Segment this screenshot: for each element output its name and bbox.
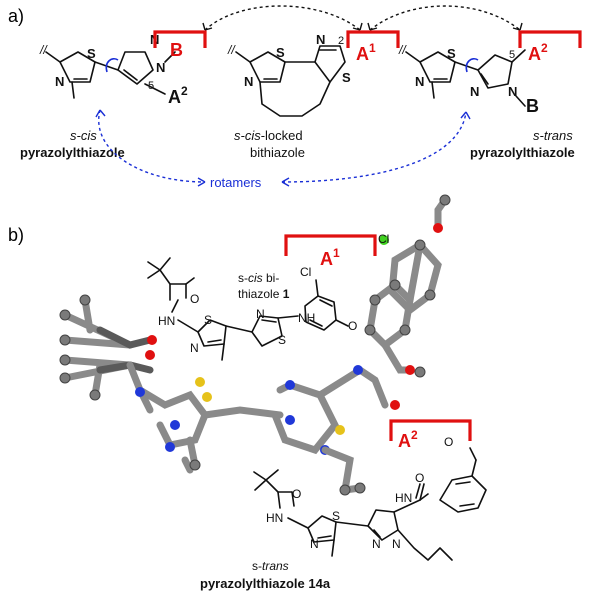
atom-label-NH-1: NH <box>298 311 315 325</box>
svg-text:N: N <box>470 84 479 99</box>
compound-14a-caption-line1: s-trans <box>252 559 289 573</box>
caption-right-italic: s-trans <box>533 128 573 143</box>
crystal-overlay-model <box>59 194 451 496</box>
atom-label-O-1: O <box>190 292 199 306</box>
compound-1-structure <box>147 257 349 361</box>
arrowhead-a1-right <box>367 22 378 31</box>
svg-text:N: N <box>55 74 64 89</box>
atom-label-O-3: O <box>292 487 301 501</box>
rotamers-arrowhead-top-right <box>460 111 471 120</box>
atom-label-Cl-3d: Cl <box>378 232 389 246</box>
atom-label-N-2: N <box>256 307 265 321</box>
position-5-right: 5 <box>509 49 515 61</box>
arrow-a1-to-a2 <box>369 5 521 31</box>
box-a1-bottom <box>284 234 377 256</box>
box-b-label: B <box>170 40 183 60</box>
svg-text:N: N <box>415 74 424 89</box>
atom-label-HN-1: HN <box>158 314 175 328</box>
box-a1-top <box>346 30 400 48</box>
position-5-left: 5 <box>148 80 154 92</box>
box-a1-bottom-label: A1 <box>320 246 340 269</box>
svg-text:N: N <box>156 60 165 75</box>
svg-text:S: S <box>447 46 456 61</box>
rotamers-arrowhead-top-left <box>95 109 106 118</box>
arrowhead-a2 <box>512 22 523 31</box>
box-b <box>153 30 207 48</box>
svg-text:N: N <box>244 74 253 89</box>
box-a2-bottom-label: A2 <box>398 428 418 451</box>
svg-text:N: N <box>508 84 517 99</box>
atom-label-Cl: Cl <box>300 265 311 279</box>
rotamers-arrow-right <box>281 111 467 183</box>
substituent-b-right: B <box>526 96 539 116</box>
compound-14a-caption-line2: pyrazolylthiazole 14a <box>200 576 331 591</box>
caption-left-italic: s-cis <box>70 128 97 143</box>
box-a1-label: A1 <box>356 41 376 64</box>
caption-right-bold: pyrazolylthiazole <box>470 145 575 160</box>
compound-1-caption-line1: s-cis bi- <box>238 271 279 285</box>
panel-a-label: a) <box>8 6 24 26</box>
box-a2-top <box>518 30 582 48</box>
atom-label-S-3: S <box>332 509 340 523</box>
atom-label-N-1: N <box>190 341 199 355</box>
atom-label-N-3: N <box>310 537 319 551</box>
molecule-s-cis-pyrazolylthiazole: // S N N N <box>39 32 176 99</box>
rotamers-arrowhead-left <box>197 177 206 187</box>
box-a2-bottom <box>389 419 472 441</box>
atom-label-O-5: O <box>444 435 453 449</box>
rotamers-arrowhead-right <box>281 177 290 187</box>
atom-label-HN-3: HN <box>395 491 412 505</box>
atom-label-N-5: N <box>392 537 401 551</box>
atom-label-O-2: O <box>348 319 357 333</box>
arrow-b-to-a1 <box>204 5 361 31</box>
molecule-s-trans-pyrazolylthiazole: // S N N N <box>398 43 526 107</box>
svg-text://: // <box>39 43 48 57</box>
atom-label-HN-2: HN <box>266 511 283 525</box>
substituent-a2-left: A2 <box>168 84 188 107</box>
atom-label-S-1: S <box>204 313 212 327</box>
svg-text:S: S <box>342 70 351 85</box>
caption-center-line1: s-cis-locked <box>234 128 303 143</box>
atom-label-O-4: O <box>415 471 424 485</box>
molecule-s-cis-locked-bithiazole: // S N N S <box>227 32 351 117</box>
svg-text://: // <box>227 43 236 57</box>
panel-b-label: b) <box>8 225 24 245</box>
rotamers-arrow-left <box>98 109 206 183</box>
svg-text:S: S <box>87 46 96 61</box>
arrowhead-b <box>202 22 213 31</box>
compound-1-caption-line2: thiazole 1 <box>238 287 290 301</box>
box-a2-label-top: A2 <box>528 41 548 64</box>
atom-label-S-2: S <box>278 333 286 347</box>
caption-center-line2: bithiazole <box>250 145 305 160</box>
compound-14a-structure <box>253 447 487 561</box>
svg-text:S: S <box>276 45 285 60</box>
position-2-center: 2 <box>338 35 344 47</box>
caption-left-bold: pyrazolylthiazole <box>20 145 125 160</box>
arrowhead-a1 <box>352 22 363 31</box>
svg-text:N: N <box>316 32 325 47</box>
atom-label-N-4: N <box>372 537 381 551</box>
svg-text://: // <box>398 43 407 57</box>
rotamers-label: rotamers <box>210 175 262 190</box>
